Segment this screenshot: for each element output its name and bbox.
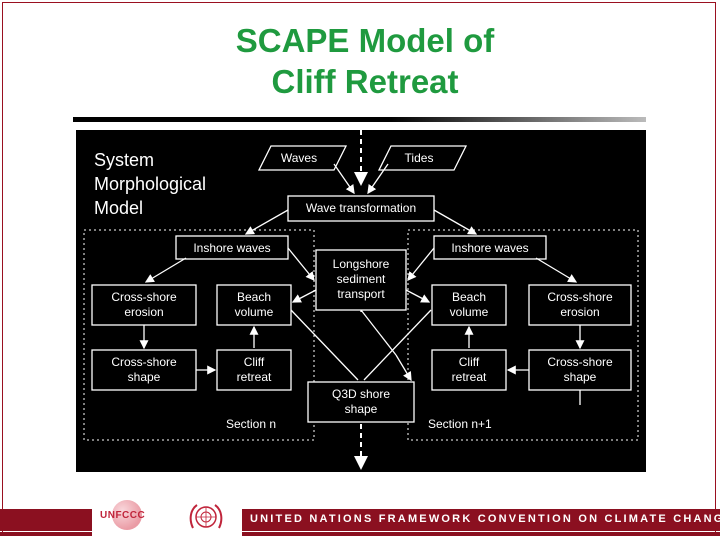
section-n1-label: Section n+1: [428, 417, 492, 431]
cliff-retreat-right-box: [431, 349, 507, 391]
line-longshore-to-q3d: [360, 309, 397, 356]
cliff-retreat-left-box: [216, 349, 292, 391]
label-line: Cross-shore: [111, 290, 177, 304]
label-line: erosion: [560, 305, 600, 319]
label-line: Q3D shore: [331, 387, 391, 401]
arrow-waves-to-transform: [333, 163, 355, 195]
arrow-inshore-right-to-erosion: [535, 257, 578, 283]
label-line: retreat: [451, 370, 487, 384]
section-n-label: Section n: [226, 417, 277, 431]
cross-shore-erosion-left-label: Cross-shore erosion: [92, 290, 196, 320]
arrow-inshore-left-to-erosion: [144, 257, 187, 283]
scape-diagram: System Morphological Model Waves Tides W…: [76, 130, 646, 472]
arrow-inshore-left-to-longshore: [287, 247, 315, 282]
label-line: Cross-shore: [111, 355, 177, 369]
label-line: Cliff: [458, 355, 480, 369]
label-line: shape: [127, 370, 161, 384]
title-rule: [73, 117, 646, 122]
arrow-longshore-to-beach-left: [291, 289, 317, 303]
arrow-transform-to-inshore-left: [244, 209, 289, 235]
system-title-line: Model: [94, 198, 144, 218]
unfccc-logo-icon: [112, 500, 142, 530]
label-line: Cliff: [243, 355, 265, 369]
cross-shore-erosion-left-box: [91, 284, 197, 326]
label-line: transport: [337, 287, 385, 301]
longshore-label: Longshore sediment transport: [316, 257, 406, 302]
inshore-waves-right-box: [433, 235, 547, 260]
system-title: System Morphological Model: [94, 148, 206, 220]
cross-shore-shape-right-label: Cross-shore shape: [529, 355, 631, 385]
inshore-waves-right-label: Inshore waves: [451, 241, 529, 255]
tides-shape: [377, 145, 468, 171]
label-line: Beach: [236, 290, 272, 304]
arrow-transform-to-inshore-right: [433, 209, 478, 235]
q3d-shore-shape-label: Q3D shore shape: [308, 387, 414, 417]
label-line: Longshore: [332, 257, 390, 271]
label-line: Cross-shore: [547, 355, 613, 369]
wave-transformation-box: [287, 195, 435, 222]
arrow-tides-to-transform: [367, 163, 389, 195]
label-line: retreat: [236, 370, 272, 384]
waves-label: Waves: [280, 151, 318, 165]
slide-title: SCAPE Model of Cliff Retreat: [0, 20, 720, 102]
label-line: shape: [344, 402, 378, 416]
label-line: sediment: [336, 272, 386, 286]
system-title-line: Morphological: [94, 174, 207, 194]
label-line: Beach: [451, 290, 487, 304]
footer-banner-text: UNITED NATIONS FRAMEWORK CONVENTION ON C…: [250, 513, 720, 525]
cliff-retreat-right-label: Cliff retreat: [432, 355, 506, 385]
cross-shore-shape-right-box: [528, 349, 632, 391]
beach-volume-left-label: Beach volume: [217, 290, 291, 320]
arrow-longshore-to-beach-right: [405, 289, 431, 303]
title-line-2: Cliff Retreat: [271, 63, 459, 100]
arrow-inshore-right-to-longshore: [407, 247, 435, 282]
inshore-waves-left-box: [175, 235, 289, 260]
label-line: volume: [449, 305, 489, 319]
section-n-region: [83, 229, 315, 441]
waves-shape: [257, 145, 348, 171]
cross-shore-erosion-right-box: [528, 284, 632, 326]
q3d-shore-shape-box: [307, 381, 415, 423]
beach-volume-right-box: [431, 284, 507, 326]
beach-volume-right-label: Beach volume: [432, 290, 506, 320]
diagram-canvas: [83, 130, 639, 470]
cross-shore-erosion-right-label: Cross-shore erosion: [529, 290, 631, 320]
section-n1-region: [407, 229, 639, 441]
line-beach-left-to-q3d: [290, 309, 359, 381]
inshore-waves-left-label: Inshore waves: [193, 241, 271, 255]
footer-rule: [0, 532, 720, 536]
unfccc-logo-text: UNFCCC: [100, 510, 146, 521]
cliff-retreat-left-label: Cliff retreat: [217, 355, 291, 385]
cross-shore-shape-left-label: Cross-shore shape: [92, 355, 196, 385]
beach-volume-left-box: [216, 284, 292, 326]
tides-label: Tides: [404, 151, 434, 165]
title-line-1: SCAPE Model of: [235, 22, 495, 59]
un-emblem-icon: [189, 504, 223, 529]
label-line: volume: [234, 305, 274, 319]
system-title-line: System: [94, 150, 155, 170]
line-beach-right-to-q3d: [363, 309, 432, 381]
label-line: Cross-shore: [547, 290, 613, 304]
arrow-to-q3d: [395, 354, 412, 382]
label-line: shape: [563, 370, 597, 384]
label-line: erosion: [124, 305, 164, 319]
wave-transformation-label: Wave transformation: [305, 201, 417, 215]
